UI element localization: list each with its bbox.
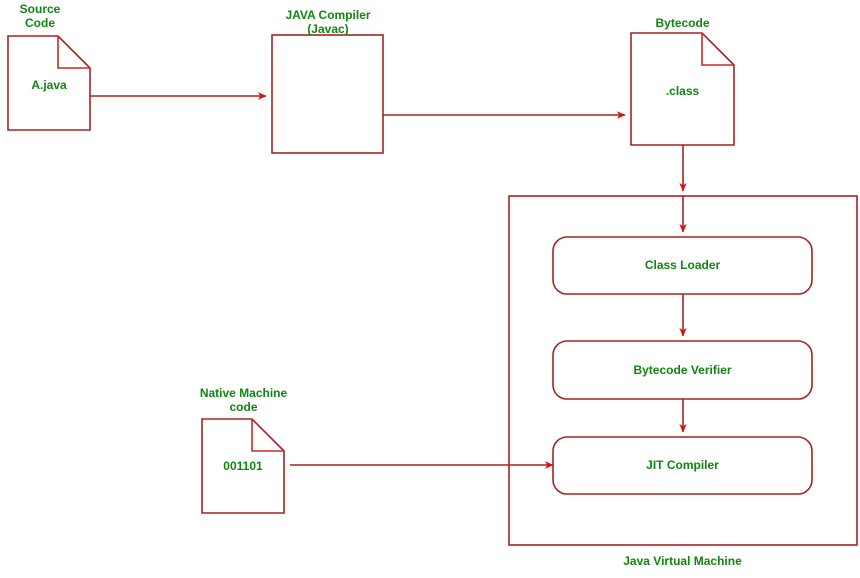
bytecode-verifier-label: Bytecode Verifier — [633, 363, 732, 377]
jvm-caption: Java Virtual Machine — [623, 554, 742, 568]
bytecode-caption: Bytecode — [655, 16, 710, 30]
java-compiler-shape — [271, 34, 384, 154]
source-code-inner-label: A.java — [31, 78, 67, 92]
native-machine-code-shape — [201, 418, 285, 514]
native-machine-code-inner-label: 001101 — [223, 459, 263, 473]
source-code-caption: Source Code — [19, 2, 61, 30]
bytecode-inner-label: .class — [665, 84, 700, 98]
source-code-shape — [7, 35, 91, 131]
class-loader-label: Class Loader — [644, 258, 721, 272]
jit-compiler-label: JIT Compiler — [646, 458, 719, 472]
native-machine-code-caption: Native Machine code — [199, 386, 288, 414]
java-compiler-caption: JAVA Compiler (Javac) — [285, 8, 371, 36]
bytecode-shape — [630, 32, 735, 146]
